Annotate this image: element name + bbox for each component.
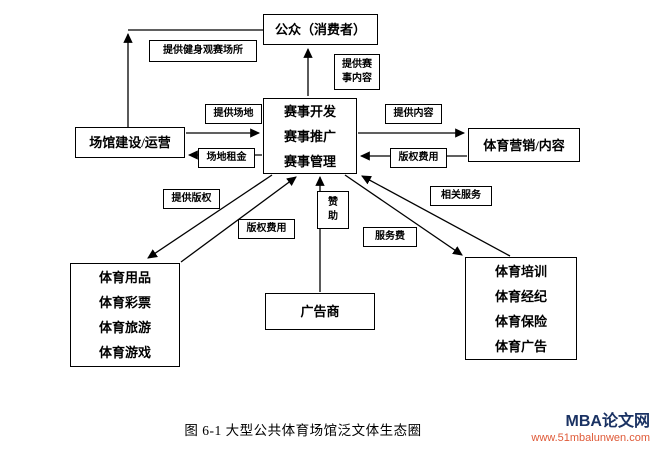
core-line-event-development: 赛事开发 [283, 103, 336, 119]
watermark: MBA论文网 www.51mbalunwen.com [531, 407, 650, 444]
arrow-right-cluster-to-core [361, 175, 511, 257]
venue-label: 场馆建设/运营 [89, 135, 171, 150]
edge-label-copyright-fee-right: 版权费用 [390, 148, 447, 168]
edge-label-provide-venue: 提供场地 [205, 104, 262, 124]
advertiser-label: 广告商 [300, 304, 340, 319]
right-cluster-line-ads: 体育广告 [494, 338, 547, 354]
edge-label-provide-copyright: 提供版权 [163, 189, 220, 209]
edge-label-provide-fitness-viewing-venue: 提供健身观赛场所 [149, 40, 257, 62]
left-cluster-line-goods: 体育用品 [98, 270, 151, 285]
watermark-site-name: MBA论文网 [565, 413, 650, 430]
node-event-core: 赛事开发 赛事推广 赛事管理 [263, 98, 357, 174]
edge-label-sponsorship: 赞 助 [317, 191, 349, 229]
left-cluster-line-lottery: 体育彩票 [98, 295, 151, 310]
edge-label-venue-rent: 场地租金 [198, 148, 255, 168]
left-cluster-line-games: 体育游戏 [98, 345, 151, 360]
edge-label-provide-event-content: 提供赛 事内容 [334, 54, 380, 90]
node-right-services-cluster: 体育培训 体育经纪 体育保险 体育广告 [465, 257, 577, 360]
edge-label-related-services: 相关服务 [430, 186, 492, 206]
node-sports-marketing-content: 体育营销/内容 [468, 128, 580, 162]
left-cluster-line-tourism: 体育旅游 [98, 320, 151, 335]
arrow-core-to-left-cluster [147, 174, 273, 259]
marketing-label: 体育营销/内容 [483, 137, 565, 153]
edge-label-service-fee: 服务费 [363, 227, 417, 247]
edge-label-copyright-fee-left: 版权费用 [238, 219, 295, 239]
right-cluster-line-insurance: 体育保险 [494, 313, 547, 329]
arrow-core-to-right-cluster [344, 174, 463, 256]
node-public-consumers: 公众（消费者） [263, 14, 378, 45]
figure-caption: 图 6-1 大型公共体育场馆泛文体生态圈 [184, 423, 422, 438]
right-cluster-line-training: 体育培训 [494, 263, 547, 279]
public-consumers-label: 公众（消费者） [274, 22, 366, 37]
node-advertiser: 广告商 [265, 293, 375, 330]
node-left-derivatives-cluster: 体育用品 体育彩票 体育旅游 体育游戏 [70, 263, 180, 367]
core-line-event-promotion: 赛事推广 [283, 128, 336, 144]
edge-label-provide-content: 提供内容 [385, 104, 442, 124]
watermark-site-url: www.51mbalunwen.com [531, 432, 650, 444]
node-venue-construction-operation: 场馆建设/运营 [75, 127, 185, 158]
right-cluster-line-brokerage: 体育经纪 [494, 288, 547, 304]
core-line-event-management: 赛事管理 [283, 153, 336, 169]
